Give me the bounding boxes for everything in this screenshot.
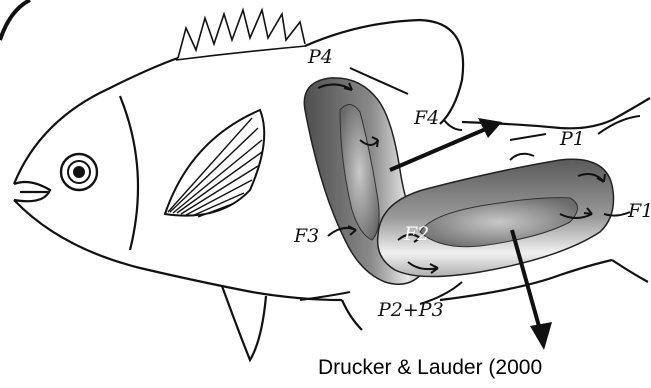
corner-arc bbox=[0, 0, 30, 40]
dorsal-fin bbox=[176, 10, 306, 60]
label-f2: F2 bbox=[403, 223, 429, 245]
label-p1: P1 bbox=[559, 128, 585, 150]
fish-mouth bbox=[14, 182, 50, 201]
label-f1: F1 bbox=[627, 200, 651, 222]
label-f4: F4 bbox=[413, 107, 439, 129]
label-p4: P4 bbox=[307, 46, 333, 68]
force-arrow-upper bbox=[390, 118, 502, 170]
label-p2-p3: P2+P3 bbox=[377, 299, 444, 321]
pectoral-fin bbox=[165, 110, 264, 217]
citation-credit: Drucker & Lauder (2000 bbox=[318, 356, 542, 380]
label-f3: F3 bbox=[293, 225, 319, 247]
fish-eye bbox=[61, 154, 97, 190]
